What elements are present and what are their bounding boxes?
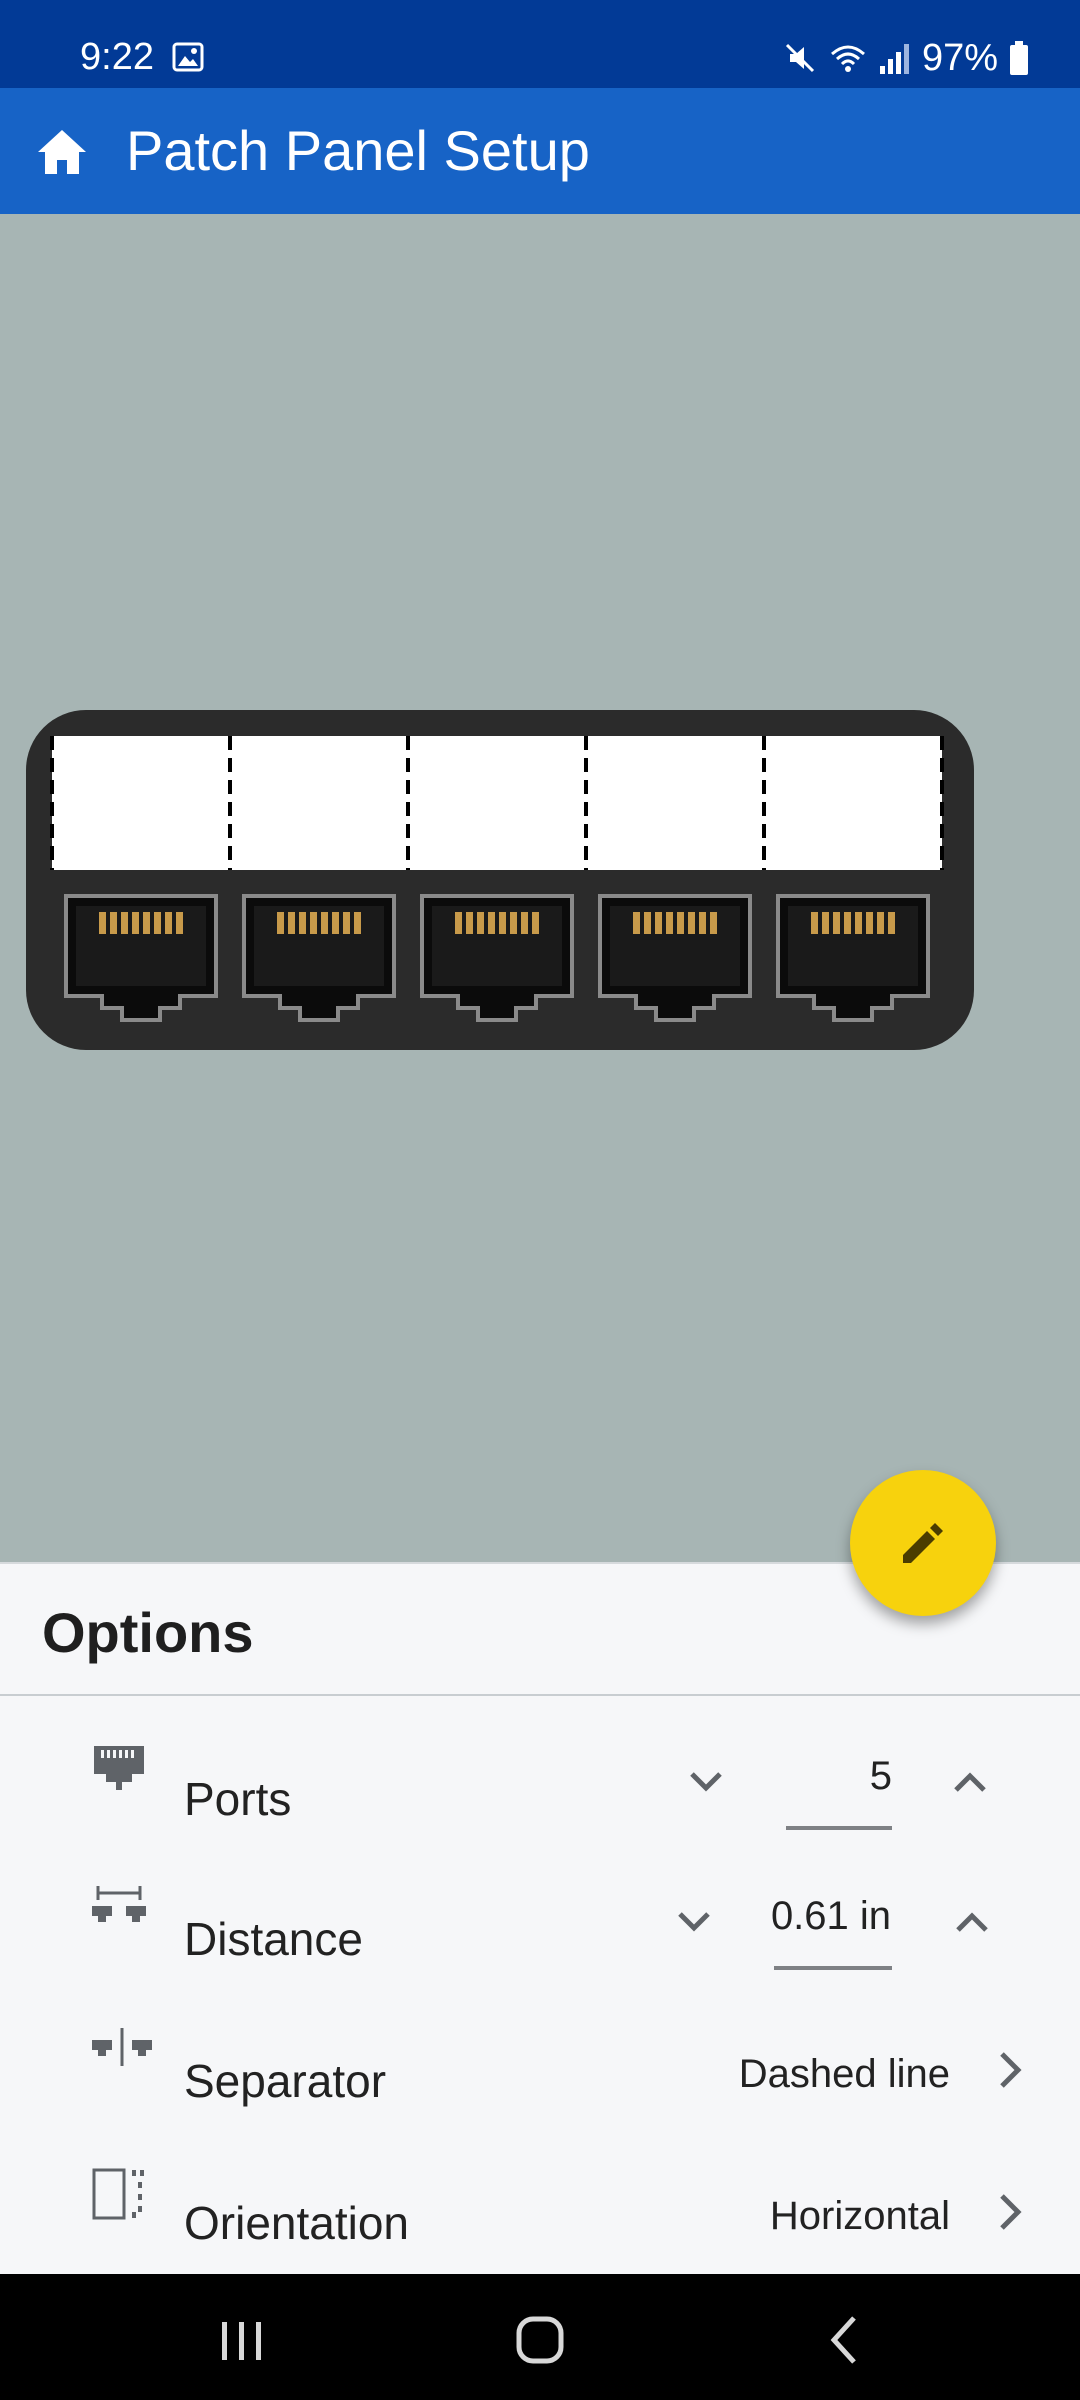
ethernet-port-icon bbox=[94, 1746, 144, 1790]
distance-value[interactable]: 0.61 in bbox=[770, 1894, 892, 1938]
distance-label: Distance bbox=[184, 1913, 363, 1965]
orientation-row[interactable]: Orientation Horizontal bbox=[0, 2144, 1080, 2284]
port-pin bbox=[176, 912, 183, 934]
separator-label: Separator bbox=[184, 2055, 387, 2107]
port-pin bbox=[99, 912, 106, 934]
port-pin bbox=[488, 912, 495, 934]
port-pin bbox=[466, 912, 473, 934]
port-pin bbox=[321, 912, 328, 934]
port-pin bbox=[855, 912, 862, 934]
port-pin bbox=[877, 912, 884, 934]
preview-canvas bbox=[0, 214, 1080, 1562]
port-pin bbox=[532, 912, 539, 934]
battery-percent: 97% bbox=[921, 36, 998, 79]
port-pin bbox=[332, 912, 339, 934]
chevron-right-icon bbox=[1000, 2052, 1022, 2088]
port-pin bbox=[844, 912, 851, 934]
port-pin bbox=[811, 912, 818, 934]
orientation-value: Horizontal bbox=[769, 2194, 950, 2238]
port-pin bbox=[666, 912, 673, 934]
wifi-icon bbox=[830, 45, 865, 72]
port-pin bbox=[833, 912, 840, 934]
chevron-right-icon bbox=[1000, 2194, 1022, 2230]
port-pin bbox=[299, 912, 306, 934]
options-header: Options bbox=[0, 1564, 1080, 1696]
port-pin bbox=[132, 912, 139, 934]
port-pin bbox=[310, 912, 317, 934]
system-nav-bar bbox=[0, 2274, 1080, 2400]
rj45-port bbox=[64, 894, 218, 1022]
signal-icon bbox=[879, 44, 909, 74]
port-pin bbox=[888, 912, 895, 934]
port-pin bbox=[110, 912, 117, 934]
distance-icon bbox=[92, 1886, 146, 1922]
rj45-port bbox=[242, 894, 396, 1022]
port-pin bbox=[655, 912, 662, 934]
edit-fab-button[interactable] bbox=[850, 1470, 996, 1616]
port-pin bbox=[499, 912, 506, 934]
distance-decrement-button[interactable] bbox=[670, 1898, 718, 1946]
port-pin bbox=[521, 912, 528, 934]
status-time: 9:22 bbox=[80, 36, 154, 78]
port-pin bbox=[510, 912, 517, 934]
rj45-port bbox=[598, 894, 752, 1022]
rj45-port bbox=[420, 894, 574, 1022]
home-circle-icon[interactable] bbox=[510, 2312, 570, 2368]
port-pin bbox=[343, 912, 350, 934]
orientation-icon bbox=[92, 2168, 144, 2220]
ports-increment-button[interactable] bbox=[946, 1758, 994, 1806]
orientation-label: Orientation bbox=[184, 2197, 410, 2249]
port-pin bbox=[154, 912, 161, 934]
battery-icon bbox=[1010, 41, 1028, 75]
separator-icon bbox=[92, 2028, 152, 2066]
ports-row: Ports 5 bbox=[0, 1720, 1080, 1860]
distance-row: Distance 0.61 in bbox=[0, 1860, 1080, 2000]
port-pin bbox=[477, 912, 484, 934]
port-pin bbox=[277, 912, 284, 934]
status-icons: 97% bbox=[782, 36, 1030, 79]
port-pin bbox=[866, 912, 873, 934]
app-bar: Patch Panel Setup bbox=[0, 88, 1080, 214]
ports-value[interactable]: 5 bbox=[869, 1754, 892, 1798]
mute-icon bbox=[785, 43, 814, 73]
page-title: Patch Panel Setup bbox=[126, 119, 590, 182]
ports-value-underline bbox=[786, 1826, 892, 1830]
port-pin bbox=[354, 912, 361, 934]
port-pin bbox=[455, 912, 462, 934]
label-strip bbox=[52, 736, 942, 870]
separator-value: Dashed line bbox=[738, 2052, 950, 2096]
status-bar: 9:22 97% bbox=[0, 0, 1080, 88]
port-pin bbox=[822, 912, 829, 934]
patch-panel-preview bbox=[26, 710, 974, 1050]
home-icon[interactable] bbox=[34, 124, 90, 180]
port-pin bbox=[143, 912, 150, 934]
port-pin bbox=[688, 912, 695, 934]
options-title: Options bbox=[42, 1601, 254, 1664]
distance-value-underline bbox=[774, 1966, 892, 1970]
recents-icon[interactable] bbox=[212, 2312, 272, 2368]
port-pin bbox=[633, 912, 640, 934]
port-pin bbox=[165, 912, 172, 934]
gallery-icon bbox=[172, 42, 204, 72]
distance-increment-button[interactable] bbox=[948, 1898, 996, 1946]
port-pin bbox=[677, 912, 684, 934]
port-pin bbox=[121, 912, 128, 934]
port-pin bbox=[699, 912, 706, 934]
port-pin bbox=[710, 912, 717, 934]
pencil-icon bbox=[903, 1523, 943, 1563]
rj45-port bbox=[776, 894, 930, 1022]
port-pin bbox=[288, 912, 295, 934]
ports-label: Ports bbox=[184, 1773, 292, 1825]
ports-decrement-button[interactable] bbox=[682, 1758, 730, 1806]
separator-row[interactable]: Separator Dashed line bbox=[0, 2002, 1080, 2142]
port-pin bbox=[644, 912, 651, 934]
back-icon[interactable] bbox=[816, 2312, 876, 2368]
options-sheet: Options Ports 5 bbox=[0, 1562, 1080, 2276]
